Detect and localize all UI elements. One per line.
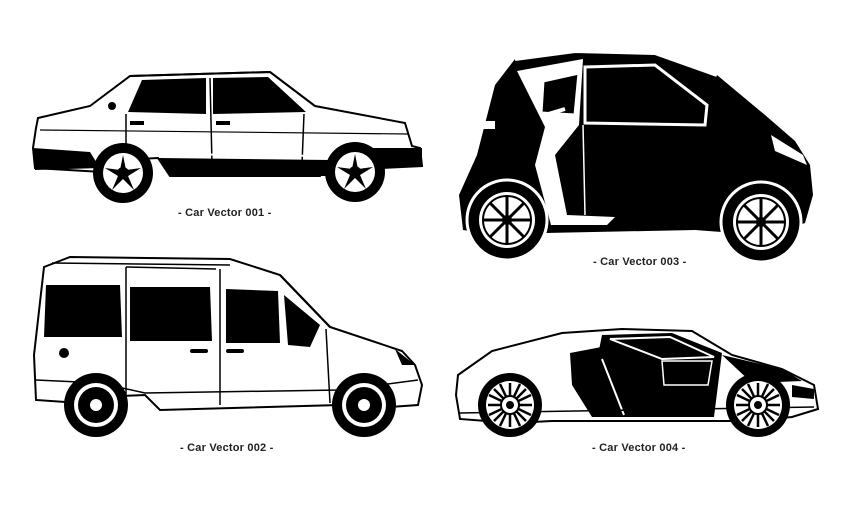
- sedan-rear-window: [128, 78, 206, 114]
- city-car-side-window: [583, 63, 709, 127]
- sedan-svg: [31, 70, 424, 203]
- supercar-svg: [454, 327, 820, 437]
- caption-car-vector-002: - Car Vector 002 -: [180, 442, 274, 454]
- caption-car-vector-001: - Car Vector 001 -: [178, 207, 272, 219]
- van-rear-window: [44, 285, 122, 337]
- supercar-rear-wheel: [478, 373, 542, 437]
- city-car-rear-wheel: [465, 178, 549, 262]
- caption-car-vector-004: - Car Vector 004 -: [592, 442, 686, 454]
- car-vector-002-illustration: [30, 255, 430, 440]
- supercar-front-wheel: [726, 373, 790, 437]
- sedan-front-window: [213, 77, 306, 114]
- car-vector-003-illustration: [455, 45, 825, 264]
- city-car-front-wheel: [719, 180, 803, 264]
- van-side-window: [130, 287, 212, 341]
- car-vector-004-illustration: [452, 325, 822, 440]
- van-front-wheel: [332, 373, 396, 437]
- van-front-door-window: [226, 289, 280, 343]
- van-rear-wheel: [64, 373, 128, 437]
- sedan-rear-wheel: [93, 143, 153, 203]
- van-svg: [32, 255, 424, 437]
- sedan-front-wheel: [325, 142, 385, 202]
- car-vector-001-illustration: [30, 68, 425, 203]
- caption-car-vector-003: - Car Vector 003 -: [593, 256, 687, 268]
- city-car-rear-window: [539, 71, 581, 117]
- van-windshield: [284, 295, 320, 347]
- city-car-svg: [459, 48, 813, 264]
